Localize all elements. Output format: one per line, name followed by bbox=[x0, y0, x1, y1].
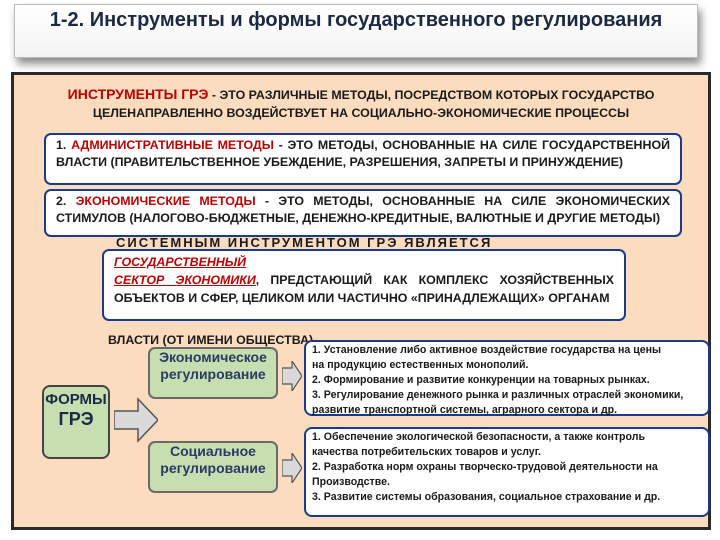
method-keyword: АДМИНИСТРАТИВНЫЕ МЕТОДЫ bbox=[71, 138, 274, 152]
social-details-box: 1. Обеспечение экологической безопасност… bbox=[304, 427, 710, 517]
detail-item: 1. Обеспечение экологической безопасност… bbox=[312, 431, 645, 443]
intro-body: - это различные методы, посредством кото… bbox=[92, 88, 655, 120]
detail-item: на продукцию естественных монополий. bbox=[312, 359, 529, 371]
page-title: 1-2. Инструменты и формы государственног… bbox=[49, 9, 663, 31]
title-bar: 1-2. Инструменты и формы государственног… bbox=[14, 4, 698, 58]
intro-text: Инструменты ГРЭ - это различные методы, … bbox=[14, 85, 708, 122]
system-instrument-line: СИСТЕМНЫМ ИНСТРУМЕНТОМ ГРЭ ЯВЛЯЕТСЯ bbox=[116, 235, 493, 250]
social-regulation-label: Социальное регулирование bbox=[160, 443, 266, 476]
method-number: 1. bbox=[56, 138, 67, 152]
economic-details-box: 1. Установление либо активное воздействи… bbox=[304, 340, 710, 416]
detail-item: 2. Разработка норм охраны творческо-труд… bbox=[312, 461, 658, 473]
sector-keyword-2: СЕКТОР ЭКОНОМИКИ bbox=[114, 273, 256, 287]
social-regulation-box: Социальное регулирование bbox=[148, 441, 278, 493]
sector-text: , ПРЕДСТАЮЩИЙ КАК КОМПЛЕКС ХОЗЯЙСТВЕННЫХ… bbox=[114, 273, 614, 305]
state-sector-box: ГОСУДАРСТВЕННЫЙ СЕКТОР ЭКОНОМИКИ, ПРЕДСТ… bbox=[102, 249, 626, 321]
method-text: - ЭТО МЕТОДЫ, ОСНОВАННЫЕ НА СИЛЕ ГОСУДАР… bbox=[56, 138, 670, 169]
method-text: - ЭТО МЕТОДЫ, ОСНОВАННЫЕ НА СИЛЕ ЭКОНОМИ… bbox=[56, 194, 670, 225]
detail-item: качества потребительских товаров и услуг… bbox=[312, 446, 541, 458]
detail-item: Производстве. bbox=[312, 476, 390, 488]
detail-item: 3. Регулирование денежного рынка и разли… bbox=[312, 389, 684, 416]
forms-box: ФОРМЫ ГРЭ bbox=[42, 385, 110, 459]
content-panel: Инструменты ГРЭ - это различные методы, … bbox=[11, 72, 711, 530]
economic-regulation-box: Экономическое регулирование bbox=[148, 347, 278, 399]
detail-item: 3. Развитие системы образования, социаль… bbox=[312, 491, 661, 503]
sector-keyword-1: ГОСУДАРСТВЕННЫЙ bbox=[114, 255, 247, 269]
forms-abbr: ГРЭ bbox=[58, 409, 94, 429]
arrow-right-icon bbox=[282, 361, 302, 391]
sector-overflow-text: ВЛАСТИ (ОТ ИМЕНИ ОБЩЕСТВА) bbox=[108, 333, 314, 347]
method-economic: 2. ЭКОНОМИЧЕСКИЕ МЕТОДЫ - ЭТО МЕТОДЫ, ОС… bbox=[44, 189, 682, 237]
method-number: 2. bbox=[56, 194, 67, 208]
detail-item: 2. Формирование и развитие конкуренции н… bbox=[312, 374, 650, 386]
detail-item: 1. Установление либо активное воздействи… bbox=[312, 344, 662, 356]
forms-arrow-icon bbox=[114, 397, 158, 443]
economic-regulation-label: Экономическое регулирование bbox=[159, 349, 267, 382]
method-keyword: ЭКОНОМИЧЕСКИЕ МЕТОДЫ bbox=[75, 194, 256, 208]
forms-label: ФОРМЫ bbox=[45, 391, 107, 408]
arrow-right-icon bbox=[282, 453, 302, 483]
method-administrative: 1. АДМИНИСТРАТИВНЫЕ МЕТОДЫ - ЭТО МЕТОДЫ,… bbox=[44, 133, 682, 185]
intro-highlight: Инструменты ГРЭ bbox=[67, 86, 209, 102]
